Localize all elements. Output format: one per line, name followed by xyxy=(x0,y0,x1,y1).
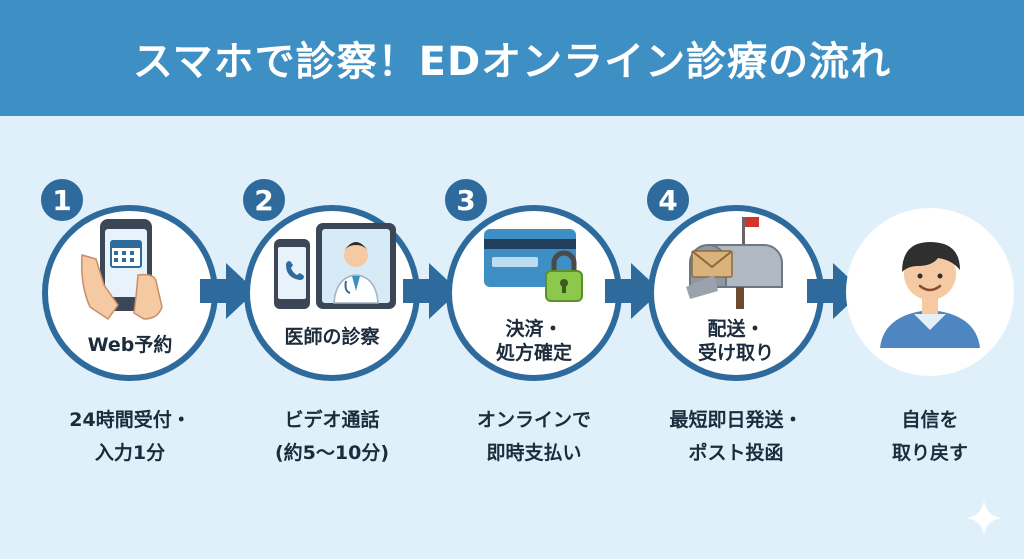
man-avatar-icon xyxy=(880,242,980,348)
smartphone-calendar-icon xyxy=(80,219,163,321)
credit-card-lock-icon xyxy=(484,229,583,302)
step-3-circle: 決済・ 処方確定 xyxy=(446,205,622,381)
final-caption: 自信を 取り戻す xyxy=(891,409,968,464)
final-circle xyxy=(846,208,1014,376)
sparkle-icon xyxy=(966,500,1002,536)
step-1-badge: 1 xyxy=(38,176,86,224)
step-3-caption: オンラインで 即時支払い xyxy=(476,409,591,464)
arrow-right-icon xyxy=(403,263,459,319)
step-4-caption: 最短即日発送・ ポスト投函 xyxy=(669,409,803,464)
step-1-label: Web予約 xyxy=(87,334,173,356)
step-3-badge: 3 xyxy=(442,176,490,224)
step-2-label: 医師の診察 xyxy=(284,326,380,348)
step-1-circle: Web予約 xyxy=(42,205,218,381)
step-1-caption: 24時間受付・ 入力1分 xyxy=(69,409,191,464)
arrow-right-icon xyxy=(200,263,256,319)
arrow-right-icon xyxy=(807,263,863,319)
step-2-circle: 医師の診察 xyxy=(244,205,420,381)
header-banner: スマホで診察！EDオンライン診療の流れ xyxy=(0,0,1024,116)
step-3-label: 決済・ 処方確定 xyxy=(495,318,572,364)
step-2-badge: 2 xyxy=(240,176,288,224)
mailbox-icon xyxy=(686,217,783,309)
arrow-right-icon xyxy=(605,263,661,319)
step-4-circle: 配送・ 受け取り xyxy=(648,205,824,381)
tablet-doctor-icon xyxy=(274,223,396,309)
step-2-caption: ビデオ通話 (約5〜10分) xyxy=(274,409,390,464)
step-4-label: 配送・ 受け取り xyxy=(697,318,774,364)
page-title: スマホで診察！EDオンライン診療の流れ xyxy=(132,39,892,85)
step-4-badge: 4 xyxy=(644,176,692,224)
